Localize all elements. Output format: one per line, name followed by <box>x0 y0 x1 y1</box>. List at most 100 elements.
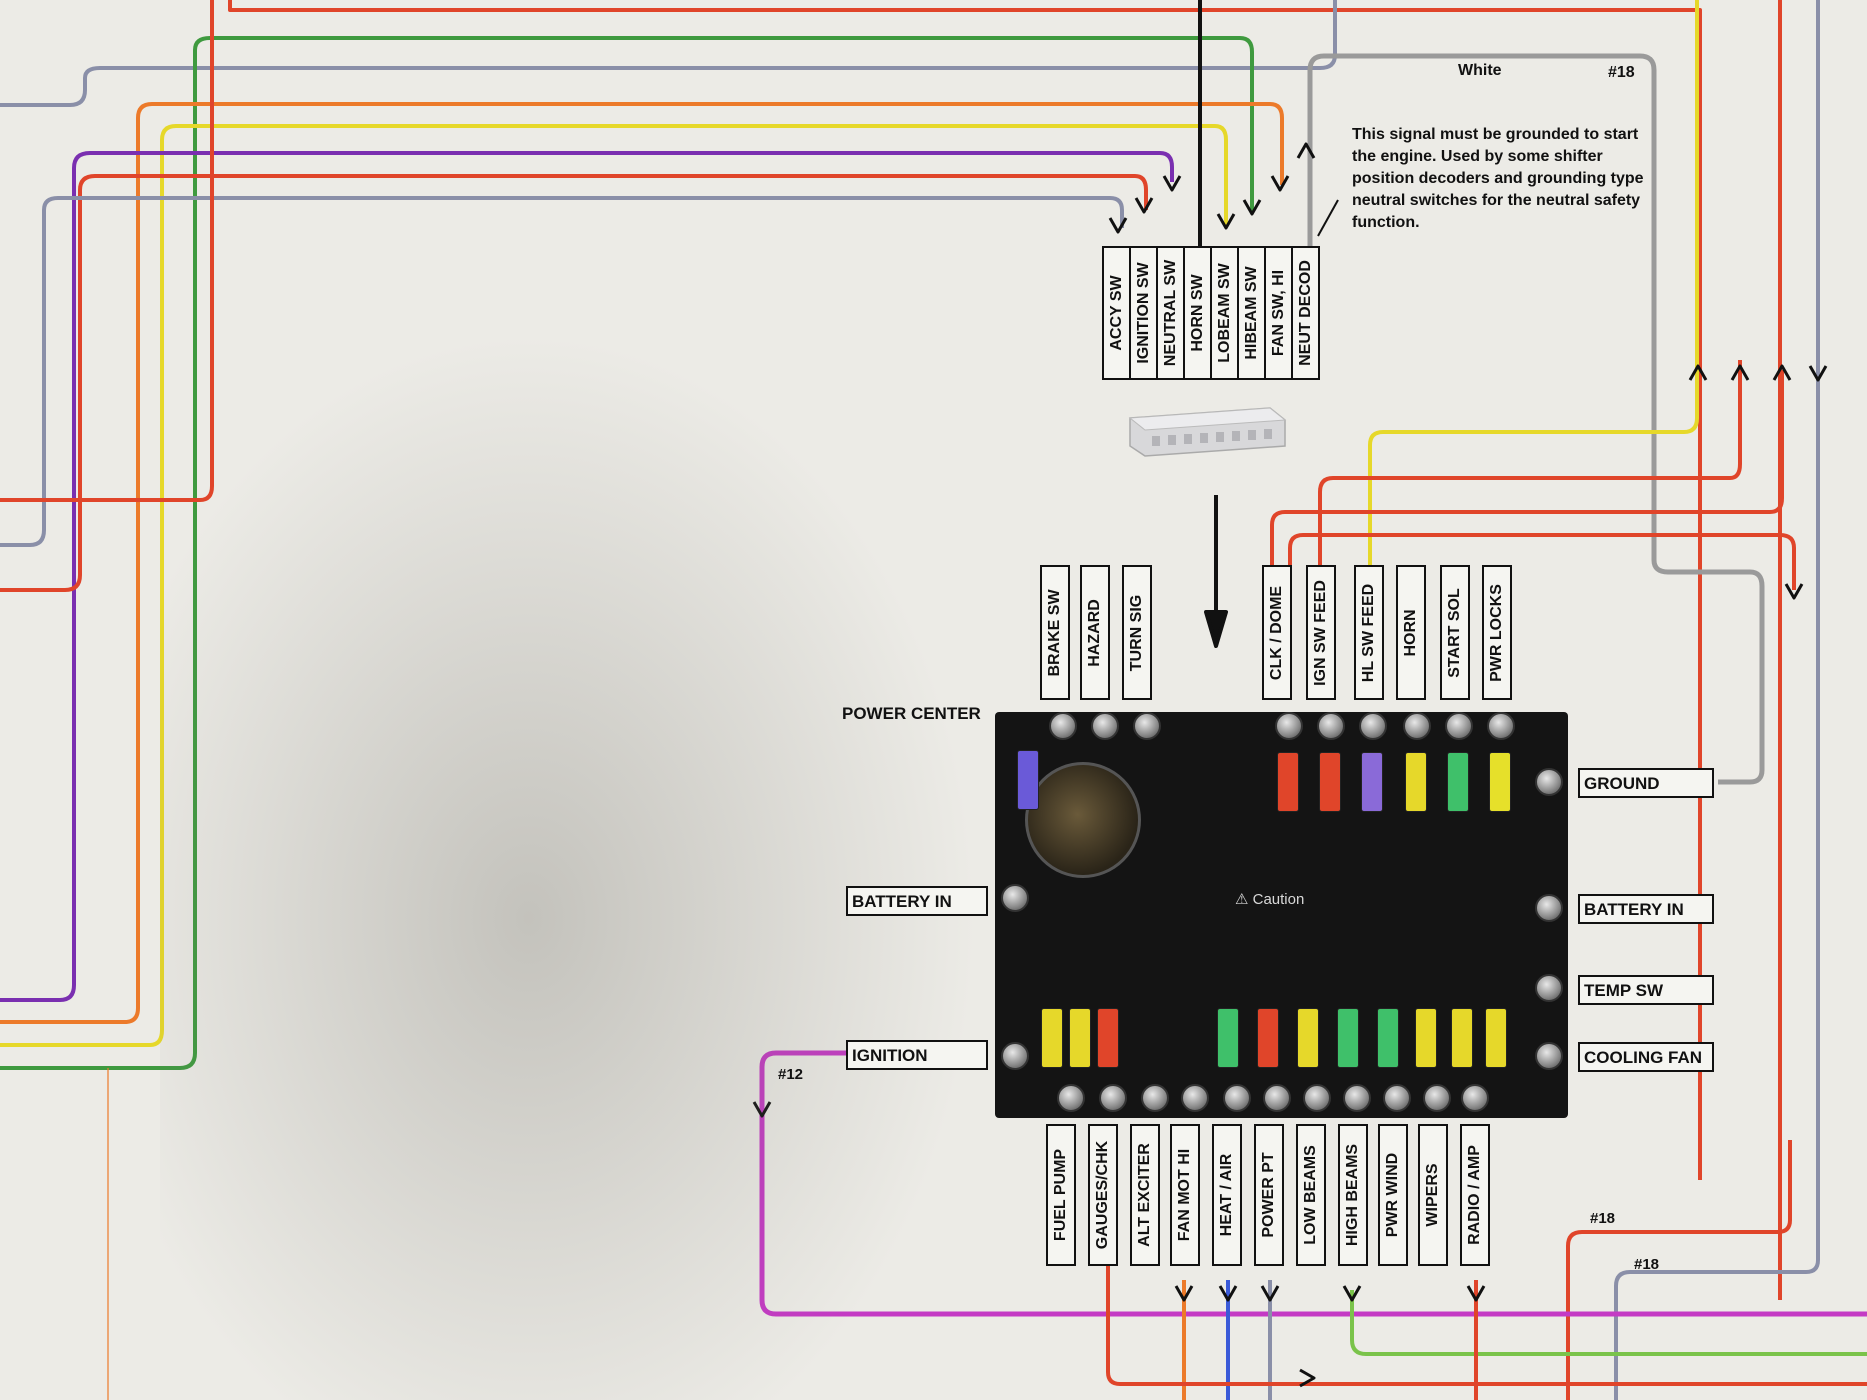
stud-icon <box>1001 1042 1029 1070</box>
fuse-icon <box>1217 1008 1239 1068</box>
connector-label-accy-sw: ACCY SW <box>1102 246 1131 380</box>
wire-red-bottom-left <box>1106 1260 1867 1386</box>
pc-label-battery-in-left: BATTERY IN <box>846 886 988 916</box>
wire-magenta <box>759 1050 1867 1317</box>
fuse-icon <box>1297 1008 1319 1068</box>
wire-white <box>1307 53 1765 785</box>
fuse-icon <box>1377 1008 1399 1068</box>
fuse-icon <box>1319 752 1341 812</box>
pc-label-fuel-pump: FUEL PUMP <box>1046 1124 1076 1266</box>
fuse-icon <box>1361 752 1383 812</box>
pc-label-clk-dome: CLK / DOME <box>1262 565 1292 700</box>
fuse-icon <box>1405 752 1427 812</box>
stud-icon <box>1263 1084 1291 1112</box>
wire-red-right-a <box>1270 370 1784 565</box>
fuse-icon <box>1041 1008 1063 1068</box>
neutral-decoder-note: This signal must be grounded to start th… <box>1352 126 1644 231</box>
connector-label-fan-sw-hi: FAN SW, HI <box>1264 246 1293 380</box>
stud-icon <box>1343 1084 1371 1112</box>
fuse-icon <box>1485 1008 1507 1068</box>
pc-label-ground: GROUND <box>1578 768 1714 798</box>
connector-label-horn-sw: HORN SW <box>1183 246 1212 380</box>
stud-icon <box>1049 712 1077 740</box>
pc-label-cooling-fan: COOLING FAN <box>1578 1042 1714 1072</box>
stud-icon <box>1303 1084 1331 1112</box>
wire-light-green <box>1350 1290 1867 1356</box>
stud-icon <box>1181 1084 1209 1112</box>
stud-icon <box>1001 884 1029 912</box>
wire-red-right-b <box>1318 360 1742 565</box>
gauge-label-18-top: #18 <box>1608 64 1635 81</box>
stud-icon <box>1461 1084 1489 1112</box>
fuse-icon <box>1489 752 1511 812</box>
stud-icon <box>1057 1084 1085 1112</box>
stud-icon <box>1141 1084 1169 1112</box>
wire-green <box>0 36 1254 1070</box>
stud-icon <box>1403 712 1431 740</box>
wire-red-left <box>0 0 214 502</box>
wire-orange <box>0 102 1284 1024</box>
stud-icon <box>1383 1084 1411 1112</box>
note-pointer <box>1317 199 1339 237</box>
stud-icon <box>1535 974 1563 1002</box>
connector-label-lobeam-sw: LOBEAM SW <box>1210 246 1239 380</box>
wire-purple <box>0 151 1174 1002</box>
pc-label-ign-sw-feed: IGN SW FEED <box>1306 565 1336 700</box>
wire-gray-left <box>0 196 1124 547</box>
pc-label-low-beams: LOW BEAMS <box>1296 1124 1326 1266</box>
gauge-label-12: #12 <box>778 1066 804 1083</box>
fuse-icon <box>1337 1008 1359 1068</box>
stud-icon <box>1275 712 1303 740</box>
power-center-board: ⚠ Caution <box>995 712 1568 1118</box>
wire-yellow-right <box>1368 0 1699 595</box>
wire-red-mid <box>0 174 1148 592</box>
fuse-icon <box>1277 752 1299 812</box>
pc-label-hl-sw-feed: HL SW FEED <box>1354 565 1384 700</box>
stud-icon <box>1487 712 1515 740</box>
power-center-title: POWER CENTER <box>842 704 981 723</box>
stud-icon <box>1445 712 1473 740</box>
fuse-icon <box>1097 1008 1119 1068</box>
fuse-icon <box>1447 752 1469 812</box>
arrowheads <box>752 142 1828 1388</box>
fuse-icon <box>1257 1008 1279 1068</box>
pc-label-turn-sig: TURN SIG <box>1122 565 1152 700</box>
pc-label-pwr-wind: PWR WIND <box>1378 1124 1408 1266</box>
pc-label-start-sol: START SOL <box>1440 565 1470 700</box>
stud-icon <box>1535 768 1563 796</box>
connector-plug-icon <box>1128 407 1287 457</box>
fuse-icon <box>1069 1008 1091 1068</box>
board-caution-text: ⚠ Caution <box>1235 891 1305 908</box>
gauge-label-18-bottom-a: #18 <box>1590 1210 1616 1227</box>
wire-red-right-c <box>1288 533 1796 590</box>
flasher-relay-icon <box>1025 762 1141 878</box>
stud-icon <box>1317 712 1345 740</box>
pc-label-high-beams: HIGH BEAMS <box>1338 1124 1368 1266</box>
pc-label-ignition: IGNITION <box>846 1040 988 1070</box>
wire-red-bottom-right <box>1566 1140 1792 1400</box>
pc-label-temp-sw: TEMP SW <box>1578 975 1714 1005</box>
pc-label-gauges-chk: GAUGES/CHK <box>1088 1124 1118 1266</box>
pc-label-radio-amp: RADIO / AMP <box>1460 1124 1490 1266</box>
stud-icon <box>1223 1084 1251 1112</box>
fuse-icon <box>1451 1008 1473 1068</box>
connector-label-neutral-sw: NEUTRAL SW <box>1156 246 1185 380</box>
pc-label-hazard: HAZARD <box>1080 565 1110 700</box>
pc-label-pwr-locks: PWR LOCKS <box>1482 565 1512 700</box>
wire-gray-top <box>0 0 1337 107</box>
fuse-icon <box>1415 1008 1437 1068</box>
pc-label-alt-exciter: ALT EXCITER <box>1130 1124 1160 1266</box>
connector-arrow-head <box>1204 610 1228 648</box>
pc-label-battery-in-right: BATTERY IN <box>1578 894 1714 924</box>
stud-icon <box>1091 712 1119 740</box>
pc-label-wipers: WIPERS <box>1418 1124 1448 1266</box>
stud-icon <box>1535 1042 1563 1070</box>
fuse-icon <box>1017 750 1039 810</box>
wire-red-top <box>228 0 1702 1180</box>
stud-icon <box>1133 712 1161 740</box>
stud-icon <box>1535 894 1563 922</box>
pc-label-fan-mot-hi: FAN MOT HI <box>1170 1124 1200 1266</box>
connector-label-ignition-sw: IGNITION SW <box>1129 246 1158 380</box>
pc-label-brake-sw: BRAKE SW <box>1040 565 1070 700</box>
